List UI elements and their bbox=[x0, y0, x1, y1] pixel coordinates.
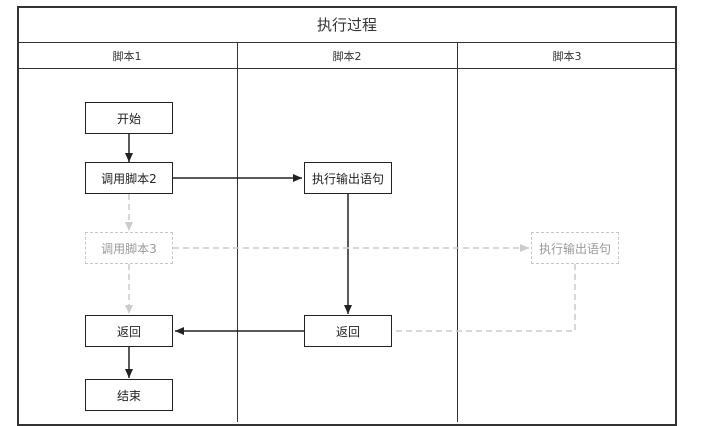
title-divider bbox=[17, 42, 677, 43]
flow-edges bbox=[125, 133, 576, 378]
lane-header-script3: 脚本3 bbox=[552, 50, 582, 63]
node-end: 结束 bbox=[85, 379, 173, 411]
lane-header-script2: 脚本2 bbox=[332, 50, 362, 63]
node-call-script2: 调用脚本2 bbox=[85, 162, 173, 194]
node-return-script1: 返回 bbox=[85, 315, 173, 347]
node-return-script2: 返回 bbox=[304, 315, 392, 347]
diagram-title: 执行过程 bbox=[316, 16, 377, 34]
lane-header-divider bbox=[17, 68, 677, 69]
node-call-script3: 调用脚本3 bbox=[85, 232, 173, 264]
node-exec-output-script3: 执行输出语句 bbox=[531, 232, 619, 264]
lane-divider-1 bbox=[237, 42, 238, 422]
lane-header-script1: 脚本1 bbox=[112, 50, 142, 63]
node-start: 开始 bbox=[85, 102, 173, 134]
node-exec-output-script2: 执行输出语句 bbox=[304, 162, 392, 194]
edge-exec3-to-return2-faded bbox=[392, 264, 576, 332]
lane-divider-2 bbox=[457, 42, 458, 422]
